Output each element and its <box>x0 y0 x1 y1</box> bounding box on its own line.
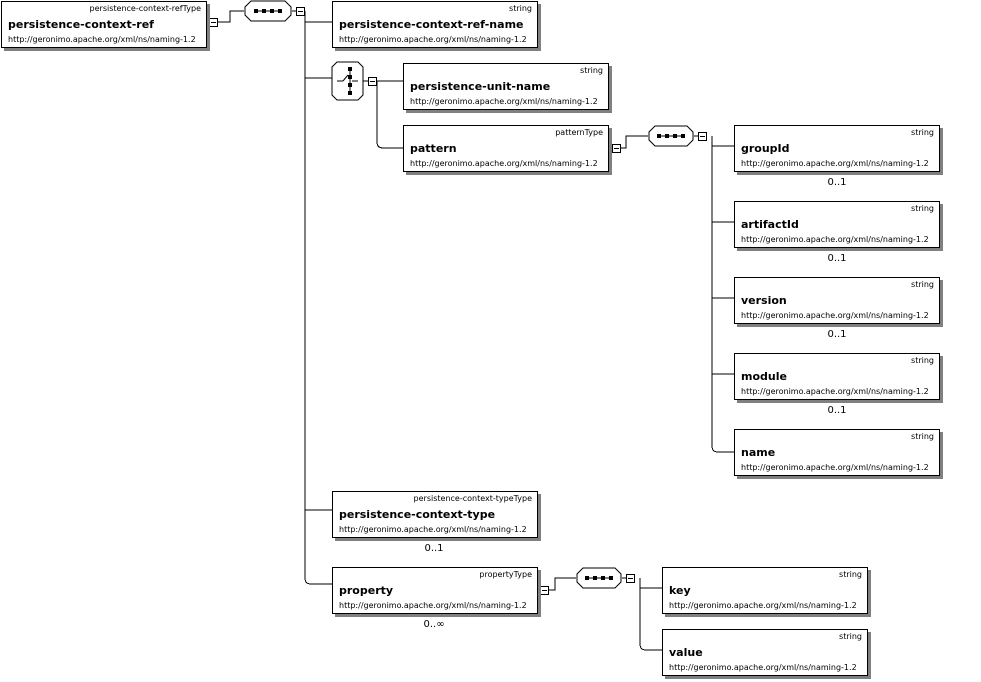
element-name[interactable]: string name http://geronimo.apache.org/x… <box>734 429 940 476</box>
element-type: string <box>839 632 862 641</box>
element-namespace: http://geronimo.apache.org/xml/ns/naming… <box>410 97 598 106</box>
element-version[interactable]: string version http://geronimo.apache.or… <box>734 277 940 324</box>
element-module[interactable]: string module http://geronimo.apache.org… <box>734 353 940 400</box>
element-artifactId[interactable]: string artifactId http://geronimo.apache… <box>734 201 940 248</box>
element-namespace: http://geronimo.apache.org/xml/ns/naming… <box>741 463 929 472</box>
element-namespace: http://geronimo.apache.org/xml/ns/naming… <box>741 311 929 320</box>
element-namespace: http://geronimo.apache.org/xml/ns/naming… <box>410 159 598 168</box>
collapse-toggle-root[interactable] <box>209 18 218 27</box>
collapse-toggle-root-sequence[interactable] <box>296 7 305 16</box>
collapse-toggle-property[interactable] <box>540 586 549 595</box>
element-type: propertyType <box>479 570 532 579</box>
element-type: string <box>509 4 532 13</box>
element-type: string <box>911 432 934 441</box>
element-type: string <box>839 570 862 579</box>
choice-compositor[interactable] <box>331 61 364 101</box>
element-persistence-context-ref-name[interactable]: string persistence-context-ref-name http… <box>332 1 538 48</box>
element-name: persistence-context-type <box>339 508 496 521</box>
element-type: string <box>911 128 934 137</box>
element-value[interactable]: string value http://geronimo.apache.org/… <box>662 629 868 676</box>
element-namespace: http://geronimo.apache.org/xml/ns/naming… <box>669 601 857 610</box>
element-persistence-context-type[interactable]: persistence-context-typeType persistence… <box>332 491 538 538</box>
element-type: patternType <box>555 128 603 137</box>
element-namespace: http://geronimo.apache.org/xml/ns/naming… <box>8 35 196 44</box>
element-type: string <box>580 66 603 75</box>
element-type: persistence-context-refType <box>89 4 201 13</box>
element-namespace: http://geronimo.apache.org/xml/ns/naming… <box>741 235 929 244</box>
element-persistence-context-ref[interactable]: persistence-context-refType persistence-… <box>1 1 207 48</box>
element-property[interactable]: propertyType property http://geronimo.ap… <box>332 567 538 614</box>
cardinality-label: 0..1 <box>424 543 444 554</box>
element-name: property <box>339 584 394 597</box>
element-name: persistence-unit-name <box>410 80 551 93</box>
element-type: string <box>911 204 934 213</box>
element-name: groupId <box>741 142 790 155</box>
pattern-sequence-compositor[interactable] <box>648 125 694 147</box>
element-name: persistence-context-ref-name <box>339 18 524 31</box>
cardinality-label: 0..1 <box>827 253 847 264</box>
collapse-toggle-pattern[interactable] <box>612 144 621 153</box>
element-namespace: http://geronimo.apache.org/xml/ns/naming… <box>669 663 857 672</box>
element-name: persistence-context-ref <box>8 18 154 31</box>
cardinality-label: 0..∞ <box>423 619 445 630</box>
element-groupId[interactable]: string groupId http://geronimo.apache.or… <box>734 125 940 172</box>
element-name: module <box>741 370 787 383</box>
cardinality-label: 0..1 <box>827 329 847 340</box>
element-namespace: http://geronimo.apache.org/xml/ns/naming… <box>339 601 527 610</box>
element-persistence-unit-name[interactable]: string persistence-unit-name http://gero… <box>403 63 609 110</box>
element-namespace: http://geronimo.apache.org/xml/ns/naming… <box>339 525 527 534</box>
element-type: persistence-context-typeType <box>413 494 532 503</box>
element-key[interactable]: string key http://geronimo.apache.org/xm… <box>662 567 868 614</box>
element-namespace: http://geronimo.apache.org/xml/ns/naming… <box>741 387 929 396</box>
element-namespace: http://geronimo.apache.org/xml/ns/naming… <box>741 159 929 168</box>
element-pattern[interactable]: patternType pattern http://geronimo.apac… <box>403 125 609 172</box>
element-type: string <box>911 356 934 365</box>
cardinality-label: 0..1 <box>827 177 847 188</box>
element-namespace: http://geronimo.apache.org/xml/ns/naming… <box>339 35 527 44</box>
element-name: key <box>669 584 691 597</box>
element-name: version <box>741 294 787 307</box>
collapse-toggle-property-sequence[interactable] <box>626 574 635 583</box>
element-name: pattern <box>410 142 457 155</box>
element-name: value <box>669 646 703 659</box>
collapse-toggle-choice[interactable] <box>368 77 377 86</box>
cardinality-label: 0..1 <box>827 405 847 416</box>
element-name: name <box>741 446 776 459</box>
property-sequence-compositor[interactable] <box>576 567 622 589</box>
sequence-compositor[interactable] <box>244 0 292 22</box>
element-name: artifactId <box>741 218 799 231</box>
collapse-toggle-pattern-sequence[interactable] <box>698 132 707 141</box>
element-type: string <box>911 280 934 289</box>
